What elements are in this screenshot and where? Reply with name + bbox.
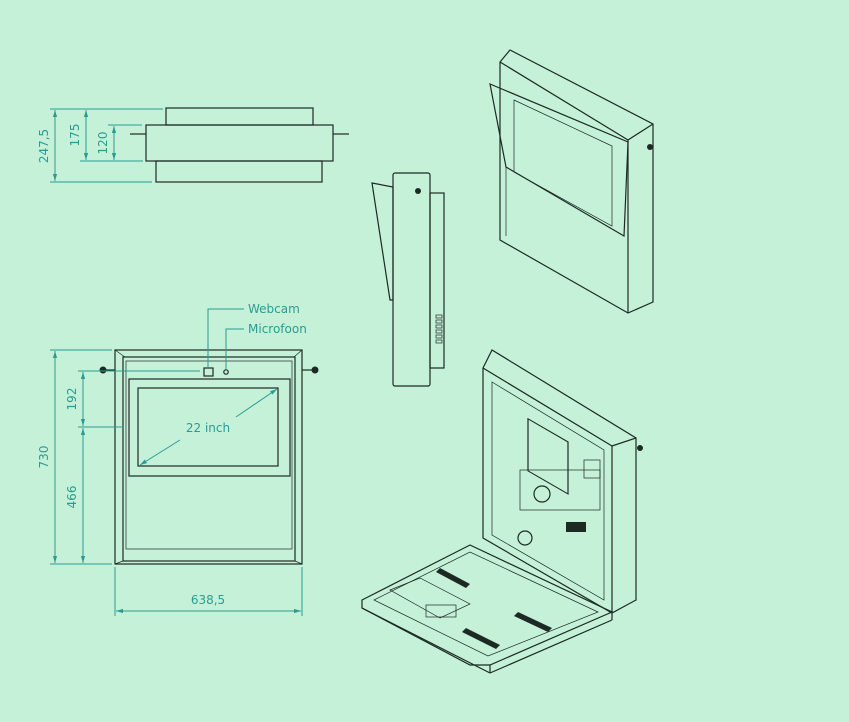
drawing-line (294, 560, 303, 565)
drawing-line (435, 334, 443, 339)
front-outer-frame (114, 349, 303, 565)
drawing-line (627, 123, 654, 141)
drawing-line (436, 568, 470, 588)
psu (583, 459, 601, 479)
open-cabinet-body (482, 349, 637, 614)
drawing-line (435, 324, 443, 329)
side-view-back (429, 192, 445, 369)
screen-diagonal-label: 22 inch (186, 421, 230, 435)
open-door-panel (361, 544, 614, 666)
isometric-closed-view (489, 49, 654, 314)
drawing-line (435, 339, 443, 344)
dim-label-inner-depth: 120 (96, 132, 110, 155)
top-view-body (145, 124, 334, 162)
dimension-line (235, 388, 278, 418)
lock-knob-right (311, 366, 319, 374)
open-lock-knob (637, 445, 643, 451)
lock-knob-left (99, 366, 107, 374)
drawing-line (425, 604, 457, 618)
isometric-open-view (361, 349, 643, 674)
dimension-line (139, 439, 181, 466)
dim-label-upper: 192 (65, 388, 79, 411)
drawing-line (435, 319, 443, 324)
open-cabinet-interior (491, 381, 605, 601)
drawing-line (462, 628, 500, 649)
microphone-label: Microfoon (248, 322, 307, 336)
dim-label-width: 638,5 (191, 593, 225, 607)
computer-module (527, 417, 569, 495)
drawing-line (482, 367, 613, 447)
mainboard (519, 469, 601, 511)
side-view-flap (371, 182, 394, 301)
drawing-line (293, 349, 303, 358)
drawing-line (361, 607, 491, 674)
drawing-line (435, 329, 443, 334)
dim-label-lower: 466 (65, 486, 79, 509)
drawing-line (435, 314, 443, 319)
webcam-label: Webcam (248, 302, 300, 316)
closed-display-hood (489, 83, 629, 238)
drawing-line (514, 612, 552, 632)
top-view: 247,5 175 120 (37, 107, 349, 183)
fan (533, 485, 551, 503)
side-view-body (392, 172, 431, 387)
side-lock-knob (415, 188, 421, 194)
front-door (122, 356, 296, 562)
closed-display-screen (513, 99, 613, 227)
display-screen (137, 387, 279, 467)
drawing-line (499, 61, 629, 141)
open-door-inner (373, 551, 599, 657)
speaker (517, 530, 533, 546)
vent-slots (435, 314, 443, 344)
closed-cabinet-body (499, 49, 654, 314)
drawing-line (114, 560, 124, 565)
webcam (203, 367, 214, 377)
drawing-line (389, 577, 471, 619)
display-bezel (128, 378, 291, 477)
drawing-line (125, 360, 293, 550)
closed-lock-knob (647, 144, 653, 150)
door-components (389, 568, 552, 649)
drawing-line (114, 349, 126, 358)
drawing-line (611, 437, 637, 447)
top-view-back (155, 160, 323, 183)
drawing-line (489, 619, 613, 674)
top-view-front-panel (165, 107, 314, 126)
microphone-leader (225, 328, 244, 369)
dim-label-middle-depth: 175 (68, 124, 82, 147)
dim-label-height: 730 (37, 446, 51, 469)
webcam-leader (207, 308, 244, 367)
front-view: Webcam Microfoon 22 inch 730 192 466 638… (37, 302, 319, 616)
dim-label-total-depth: 247,5 (37, 129, 51, 163)
side-view (371, 172, 445, 387)
microphone (223, 369, 229, 375)
heatsink (566, 522, 586, 532)
